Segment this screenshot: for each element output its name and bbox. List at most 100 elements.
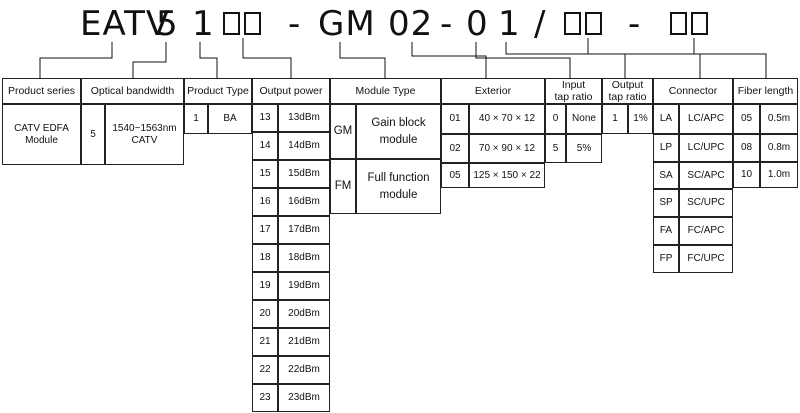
product-type-value: BA bbox=[208, 104, 252, 134]
exterior-code: 01 bbox=[441, 104, 469, 134]
line-product-type bbox=[199, 42, 218, 78]
output-power-code: 14 bbox=[252, 132, 278, 160]
header-input-tap: Input tap ratio bbox=[545, 78, 602, 104]
output-power-code: 18 bbox=[252, 244, 278, 272]
code-connector-box-2 bbox=[585, 12, 602, 35]
header-optical-bandwidth: Optical bandwidth bbox=[81, 78, 184, 104]
output-power-value: 13dBm bbox=[278, 104, 330, 132]
header-output-power: Output power bbox=[252, 78, 330, 104]
output-power-value: 16dBm bbox=[278, 188, 330, 216]
line-fiber-length bbox=[693, 38, 767, 78]
code-dash-2: - bbox=[440, 4, 454, 44]
connector-code: FP bbox=[653, 245, 679, 273]
output-power-value: 21dBm bbox=[278, 328, 330, 356]
fiber-length-code: 08 bbox=[733, 134, 760, 162]
fiber-length-value: 0.5m bbox=[760, 104, 798, 134]
output-power-code: 17 bbox=[252, 216, 278, 244]
output-power-value: 22dBm bbox=[278, 356, 330, 384]
code-fiber-length-box-2 bbox=[691, 12, 708, 35]
connector-value: FC/UPC bbox=[679, 245, 733, 273]
code-fiber-length-box-1 bbox=[670, 12, 687, 35]
line-output-power bbox=[242, 38, 292, 78]
output-power-code: 19 bbox=[252, 272, 278, 300]
line-module-type bbox=[339, 42, 386, 78]
code-product-type: 1 bbox=[192, 4, 215, 44]
code-product-series: EATV bbox=[80, 4, 171, 44]
code-dash-1: - bbox=[288, 4, 302, 44]
code-dash-3: - bbox=[628, 4, 642, 44]
fiber-length-code: 10 bbox=[733, 162, 760, 188]
header-exterior: Exterior bbox=[441, 78, 545, 104]
code-optical-bandwidth: 5 bbox=[156, 4, 179, 44]
header-product-series: Product series bbox=[2, 78, 81, 104]
connector-code: LA bbox=[653, 104, 679, 134]
optical-bandwidth-code: 5 bbox=[81, 104, 105, 165]
connector-code: SA bbox=[653, 162, 679, 189]
code-input-tap: 0 bbox=[466, 4, 489, 44]
line-input-tap bbox=[475, 42, 571, 78]
output-tap-value: 1% bbox=[628, 104, 653, 134]
code-exterior: 02 bbox=[388, 4, 434, 44]
code-output-power-box-1 bbox=[223, 12, 240, 35]
header-connector: Connector bbox=[653, 78, 733, 104]
exterior-code: 02 bbox=[441, 134, 469, 163]
code-slash: / bbox=[534, 4, 547, 44]
output-power-value: 18dBm bbox=[278, 244, 330, 272]
exterior-value: 70 × 90 × 12 bbox=[469, 134, 545, 163]
line-output-tap bbox=[505, 42, 626, 78]
module-type-value: Full function module bbox=[356, 159, 441, 214]
header-module-type: Module Type bbox=[330, 78, 441, 104]
output-tap-code: 1 bbox=[602, 104, 628, 134]
line-product-series bbox=[39, 42, 113, 78]
input-tap-code: 0 bbox=[545, 104, 566, 134]
product-series-value: CATV EDFA Module bbox=[2, 104, 81, 165]
connector-value: SC/APC bbox=[679, 162, 733, 189]
connector-code: LP bbox=[653, 134, 679, 162]
connector-code: FA bbox=[653, 217, 679, 245]
output-power-value: 19dBm bbox=[278, 272, 330, 300]
connector-value: LC/APC bbox=[679, 104, 733, 134]
exterior-value: 40 × 70 × 12 bbox=[469, 104, 545, 134]
header-output-tap: Output tap ratio bbox=[602, 78, 653, 104]
line-optical-bandwidth bbox=[132, 42, 167, 78]
code-output-tap: 1 bbox=[498, 4, 521, 44]
connector-value: SC/UPC bbox=[679, 189, 733, 217]
line-connector bbox=[587, 38, 701, 78]
code-output-power-box-2 bbox=[244, 12, 261, 35]
fiber-length-value: 0.8m bbox=[760, 134, 798, 162]
output-power-code: 20 bbox=[252, 300, 278, 328]
output-power-value: 15dBm bbox=[278, 160, 330, 188]
output-power-code: 16 bbox=[252, 188, 278, 216]
fiber-length-value: 1.0m bbox=[760, 162, 798, 188]
output-power-value: 23dBm bbox=[278, 384, 330, 412]
product-type-code: 1 bbox=[184, 104, 208, 134]
output-power-code: 22 bbox=[252, 356, 278, 384]
connector-value: LC/UPC bbox=[679, 134, 733, 162]
output-power-code: 15 bbox=[252, 160, 278, 188]
output-power-value: 14dBm bbox=[278, 132, 330, 160]
connector-value: FC/APC bbox=[679, 217, 733, 245]
input-tap-value: 5% bbox=[566, 134, 602, 163]
header-fiber-length: Fiber length bbox=[733, 78, 798, 104]
output-power-value: 17dBm bbox=[278, 216, 330, 244]
fiber-length-code: 05 bbox=[733, 104, 760, 134]
connector-code: SP bbox=[653, 189, 679, 217]
code-module-type: GM bbox=[318, 4, 376, 44]
header-product-type: Product Type bbox=[184, 78, 252, 104]
optical-bandwidth-value: 1540~1563nm CATV bbox=[105, 104, 184, 165]
output-power-code: 21 bbox=[252, 328, 278, 356]
exterior-value: 125 × 150 × 22 bbox=[469, 163, 545, 188]
module-type-value: Gain block module bbox=[356, 104, 441, 159]
output-power-code: 13 bbox=[252, 104, 278, 132]
output-power-code: 23 bbox=[252, 384, 278, 412]
input-tap-value: None bbox=[566, 104, 602, 134]
code-connector-box-1 bbox=[564, 12, 581, 35]
line-exterior bbox=[411, 42, 487, 78]
exterior-code: 05 bbox=[441, 163, 469, 188]
output-power-value: 20dBm bbox=[278, 300, 330, 328]
module-type-code: GM bbox=[330, 104, 356, 159]
input-tap-code: 5 bbox=[545, 134, 566, 163]
module-type-code: FM bbox=[330, 159, 356, 214]
